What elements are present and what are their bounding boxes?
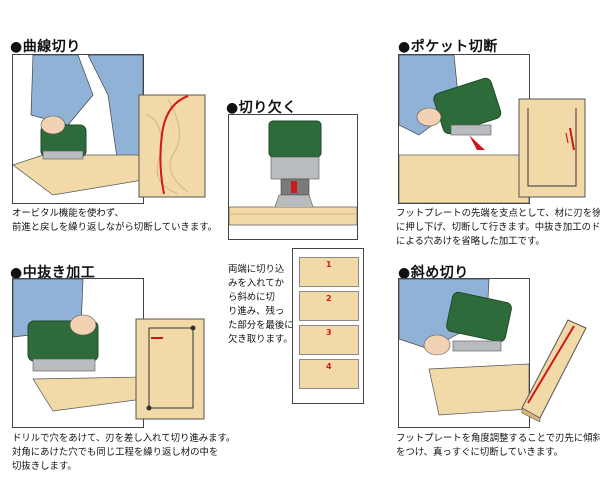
notch-step-3: 3 [299, 325, 359, 355]
notch-caption-line: り進み、残っ [228, 306, 285, 317]
curve-cut-caption-line: オービタル機能を使わず、 [12, 208, 124, 219]
bevel-cut-illustration [398, 278, 530, 428]
notch-steps-panel: 1 2 3 4 [292, 248, 364, 404]
curve-cut-board-drawing [138, 94, 206, 198]
bevel-cut-caption: フットプレートを角度調整することで刃先に傾斜 をつけ、真っすぐに切断していきます… [396, 432, 600, 460]
notch-step-2-number: 2 [326, 294, 332, 303]
curve-cut-scene [13, 55, 143, 203]
curve-cut-title: ●曲線切り [10, 39, 81, 55]
inner-cut-caption: ドリルで穴をあけて、刃を差し入れて切り進みます。 対角にあけた穴でも同じ工程を繰… [12, 432, 236, 474]
pocket-cut-caption-line: による穴あけを省略した加工です。 [396, 236, 545, 247]
pocket-cut-board-drawing [518, 98, 586, 198]
notch-caption-line: みを入れてか [228, 278, 284, 289]
inner-cut-board [135, 318, 207, 422]
inner-cut-board-drawing [135, 318, 205, 420]
pocket-cut-board [518, 98, 588, 200]
notch-illustration [228, 114, 358, 240]
bevel-cut-caption-line: フットプレートを角度調整することで刃先に傾斜 [396, 433, 600, 444]
pocket-cut-title: ●ポケット切断 [398, 39, 498, 55]
pocket-cut-caption: フットプレートの先端を支点として、材に刃を徐々 に押し下げ、切断して行きます。中… [396, 207, 600, 249]
inner-cut-caption-line: ドリルで穴をあけて、刃を差し入れて切り進みます。 [12, 433, 236, 444]
notch-step-3-number: 3 [326, 328, 332, 337]
curve-cut-illustration [12, 54, 144, 204]
bevel-cut-board [518, 318, 588, 422]
bevel-cut-title: ●斜め切り [398, 265, 469, 281]
inner-cut-caption-line: 切抜きします。 [12, 461, 77, 472]
pocket-cut-scene [399, 55, 529, 203]
pocket-cut-caption-line: に押し下げ、切断して行きます。中抜き加工のドリル [396, 222, 600, 233]
curve-cut-board [138, 94, 208, 200]
pocket-cut-caption-line: フットプレートの先端を支点として、材に刃を徐々 [396, 208, 600, 219]
notch-step-4: 4 [299, 359, 359, 389]
notch-caption-line: た部分を最後に [228, 320, 294, 331]
bevel-cut-board-drawing [521, 319, 587, 422]
notch-title: ●切り欠く [226, 100, 297, 116]
notch-scene [229, 120, 357, 226]
notch-step-1: 1 [299, 257, 359, 287]
inner-cut-illustration [12, 278, 144, 428]
bevel-cut-caption-line: をつけ、真っすぐに切断していきます。 [396, 447, 564, 458]
notch-caption-line: 両端に切り込 [228, 264, 285, 275]
notch-step-1-number: 1 [326, 260, 332, 269]
bevel-cut-scene [399, 279, 529, 416]
notch-caption-line: 欠き取ります。 [228, 334, 293, 345]
notch-caption: 両端に切り込 みを入れてか ら斜めに切 り進み、残っ た部分を最後に 欠き取りま… [228, 263, 294, 347]
notch-step-2: 2 [299, 291, 359, 321]
curve-cut-caption-line: 前進と戻しを繰り返しながら切断していきます。 [12, 222, 218, 233]
notch-caption-line: ら斜めに切 [228, 292, 275, 303]
inner-cut-scene [13, 279, 143, 412]
curve-cut-caption: オービタル機能を使わず、 前進と戻しを繰り返しながら切断していきます。 [12, 207, 218, 235]
inner-cut-caption-line: 対角にあけた穴でも同じ工程を繰り返し材の中を [12, 447, 219, 458]
inner-cut-title: ●中抜き加工 [10, 265, 96, 281]
pocket-cut-illustration [398, 54, 530, 204]
notch-step-4-number: 4 [326, 362, 332, 371]
